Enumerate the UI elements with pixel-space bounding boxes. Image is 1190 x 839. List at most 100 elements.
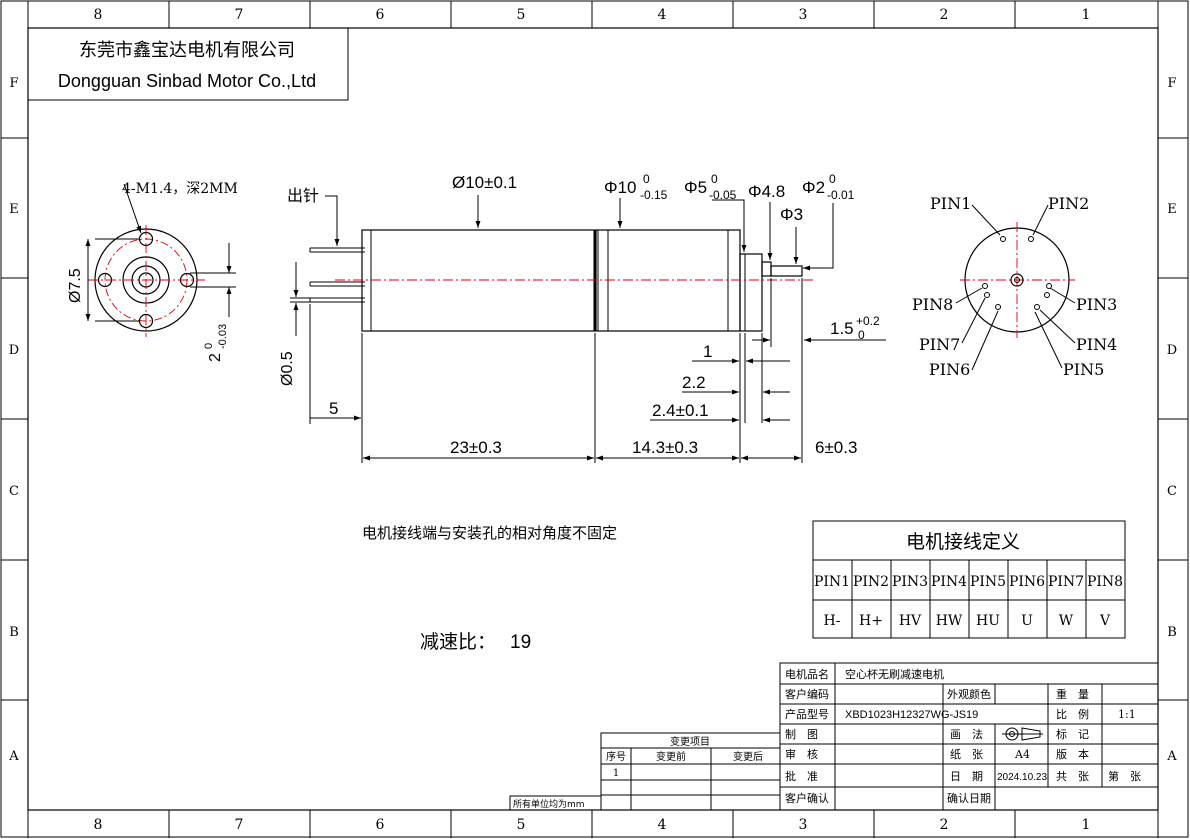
gear-dia-upper: 0 [643, 172, 650, 186]
boss-dia-upper: 0 [711, 172, 718, 186]
row-label: D [1167, 343, 1177, 358]
row-label: D [9, 343, 19, 358]
motor-body [361, 229, 596, 332]
wiring-value: H+ [859, 613, 883, 629]
output-shaft [770, 265, 803, 277]
wiring-header: PIN1 [814, 574, 850, 590]
dim-1: 1 [703, 342, 712, 361]
revision-col-before: 变更前 [656, 750, 686, 763]
front-boss [739, 253, 763, 332]
col-label: 8 [94, 7, 103, 23]
row-label: C [1167, 484, 1177, 499]
col-label: 4 [658, 7, 667, 23]
wiring-header: PIN6 [1009, 574, 1045, 590]
wiring-header: PIN4 [931, 574, 967, 590]
wiring-header: PIN8 [1087, 574, 1123, 590]
company-box: 东莞市鑫宝达电机有限公司 Dongguan Sinbad Motor Co.,L… [27, 27, 349, 101]
pin-label: PIN8 [912, 295, 953, 314]
col-label: 6 [376, 7, 385, 23]
step-dia-label: Φ4.8 [748, 182, 785, 201]
wiring-value: W [1059, 613, 1074, 629]
wiring-table: 电机接线定义 PIN1 PIN2 PIN3 PIN4 PIN5 PIN6 PIN… [812, 520, 1126, 639]
row-label: B [1167, 625, 1177, 640]
row-label: B [9, 625, 19, 640]
check-label: 审 核 [785, 747, 818, 761]
confirm-date-label: 确认日期 [947, 792, 991, 805]
pin-label: PIN3 [1076, 295, 1117, 314]
orientation-note: 电机接线端与安装孔的相对角度不固定 [362, 524, 617, 542]
wiring-value: HV [899, 613, 922, 629]
flat-dim-base: 2 [207, 353, 224, 362]
boss-dia-lower: -0.05 [709, 188, 737, 202]
flat-len-lower: 0 [858, 328, 865, 342]
pin-label: PIN6 [929, 360, 970, 379]
product-name: 空心杯无刷减速电机 [845, 667, 944, 681]
col-label: 1 [1082, 817, 1091, 833]
pin-view: PIN1 PIN2 PIN3 PIN4 PIN5 PIN6 PIN7 PIN8 [912, 194, 1117, 379]
shaft-dia-upper: 0 [829, 172, 836, 186]
pin-label: PIN1 [930, 194, 971, 213]
dim-2-4: 2.4±0.1 [652, 401, 709, 420]
pin-label: PIN7 [919, 335, 960, 354]
wiring-header: PIN5 [970, 574, 1006, 590]
boss-dia-base: Φ5 [684, 178, 707, 197]
hole-note: 4-M1.4，深2MM [122, 181, 238, 197]
shaft-dia-base: Φ2 [802, 178, 825, 197]
customer-code-label: 客户编码 [785, 687, 829, 701]
weight-label: 重 量 [1056, 687, 1089, 701]
projection-symbol [1002, 727, 1043, 741]
pin-hole [1028, 236, 1034, 242]
paper-value: A4 [1014, 748, 1030, 761]
flat-dim-lower: -0.03 [217, 324, 229, 349]
revision-col-after: 变更后 [733, 750, 763, 763]
col-label: 4 [658, 817, 667, 833]
wiring-value: V [1099, 613, 1111, 629]
dim-5: 5 [329, 399, 338, 418]
col-label: 3 [799, 817, 808, 833]
wiring-header: PIN3 [892, 574, 928, 590]
model-label: 产品型号 [785, 707, 829, 721]
wiring-value: HU [976, 613, 1000, 629]
gearbox-body [595, 229, 741, 332]
pin-hole [984, 292, 990, 298]
wiring-value: H- [824, 613, 841, 629]
gear-dia-base: Φ10 [604, 178, 636, 197]
wiring-header: PIN7 [1048, 574, 1084, 590]
flat-dim-upper: 0 [203, 343, 215, 349]
revision-row-no: 1 [613, 768, 619, 779]
row-label: F [9, 76, 18, 91]
col-label: 5 [517, 7, 526, 23]
approve-label: 批 准 [785, 769, 818, 783]
pin-hole [1000, 236, 1006, 242]
col-label: 5 [517, 817, 526, 833]
pin-hole [1034, 304, 1040, 310]
paper-label: 纸 张 [950, 748, 983, 761]
pin-dia-label: Ø0.5 [279, 351, 296, 386]
row-label: C [9, 484, 19, 499]
date-label: 日 期 [950, 770, 983, 783]
flat-len-base: 1.5 [830, 319, 854, 338]
row-label: F [1167, 76, 1176, 91]
pin-label: PIN2 [1048, 194, 1089, 213]
wiring-value: U [1021, 613, 1033, 629]
ratio-label: 减速比： [420, 631, 496, 653]
col-label: 6 [376, 817, 385, 833]
dim-23: 23±0.3 [450, 438, 502, 457]
ratio-value: 19 [510, 632, 531, 653]
col-label: 7 [235, 7, 244, 23]
side-view: 出针 Ø10±0.1 Φ10 0 -0.15 Φ5 0 -0.05 Φ4.8 Φ… [279, 172, 886, 463]
pin-out-label: 出针 [287, 186, 319, 205]
dim-6: 6±0.3 [815, 438, 857, 457]
revision-col-no: 序号 [606, 750, 626, 763]
shaft-dia-lower: -0.01 [827, 188, 855, 202]
mark-label: 标 记 [1056, 727, 1089, 741]
end-view: 4-M1.4，深2MM Ø7.5 2 0 -0.03 [67, 181, 238, 362]
pin-hole [1044, 292, 1050, 298]
projection-label: 画 法 [950, 727, 983, 741]
col-label: 8 [94, 817, 103, 833]
wiring-value: HW [936, 613, 963, 629]
sheet-label: 第 张 [1108, 769, 1141, 783]
row-label: E [1167, 202, 1177, 217]
body-dia-label: Ø10±0.1 [452, 173, 517, 192]
